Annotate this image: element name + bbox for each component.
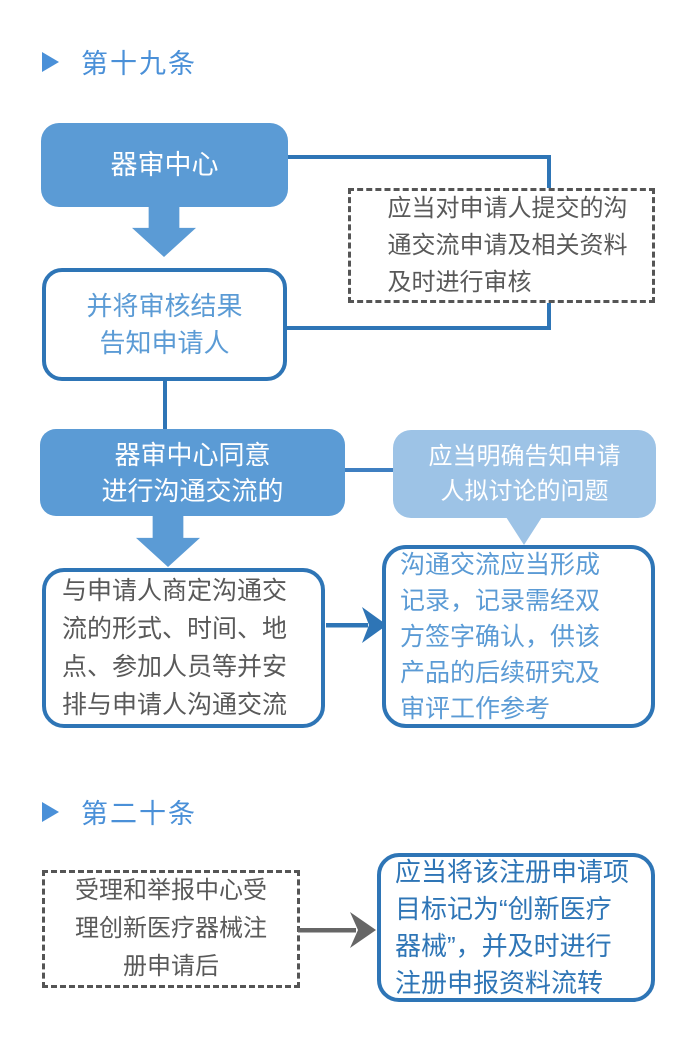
arrange-communication-box: 与申请人商定沟通交 流的形式、时间、地 点、参加人员等并安 排与申请人沟通交流 [42,568,325,728]
down-arrow-icon-2 [136,515,200,567]
connector-box2-right [287,326,551,330]
right-arrow-icon-blue [326,600,388,650]
connector-box1-right [288,155,551,159]
connector-box2-box3 [163,380,167,430]
review-requirement-note: 应当对申请人提交的沟 通交流申请及相关资料 及时进行审核 [348,188,655,303]
cmde-center-box: 器审中心 [41,123,288,207]
article-20-heading: 第二十条 [42,792,197,831]
heading-triangle-icon-2 [42,801,59,822]
acceptance-center-box: 受理和举报中心受 理创新医疗器械注 册申请后 [42,870,300,988]
notify-result-box: 并将审核结果 告知申请人 [42,268,287,381]
right-arrow-icon-gray [298,905,378,955]
down-arrow-icon-1 [132,205,196,257]
inform-questions-bubble: 应当明确告知申请 人拟讨论的问题 [393,430,656,518]
agree-communication-box: 器审中心同意 进行沟通交流的 [40,429,345,516]
article-20-heading-text: 第二十条 [81,799,197,829]
bubble-tail-icon [506,517,542,545]
record-requirement-box: 沟通交流应当形成 记录，记录需经双 方签字确认，供该 产品的后续研究及 审评工作… [382,545,655,728]
mark-innovative-box: 应当将该注册申请项 目标记为“创新医疗 器械”，并及时进行 注册申报资料流转 [377,853,655,1002]
connector-box3-bubble [345,468,395,472]
article-19-heading-text: 第十九条 [81,49,197,79]
article-19-heading: 第十九条 [42,42,197,81]
heading-triangle-icon [42,51,59,72]
